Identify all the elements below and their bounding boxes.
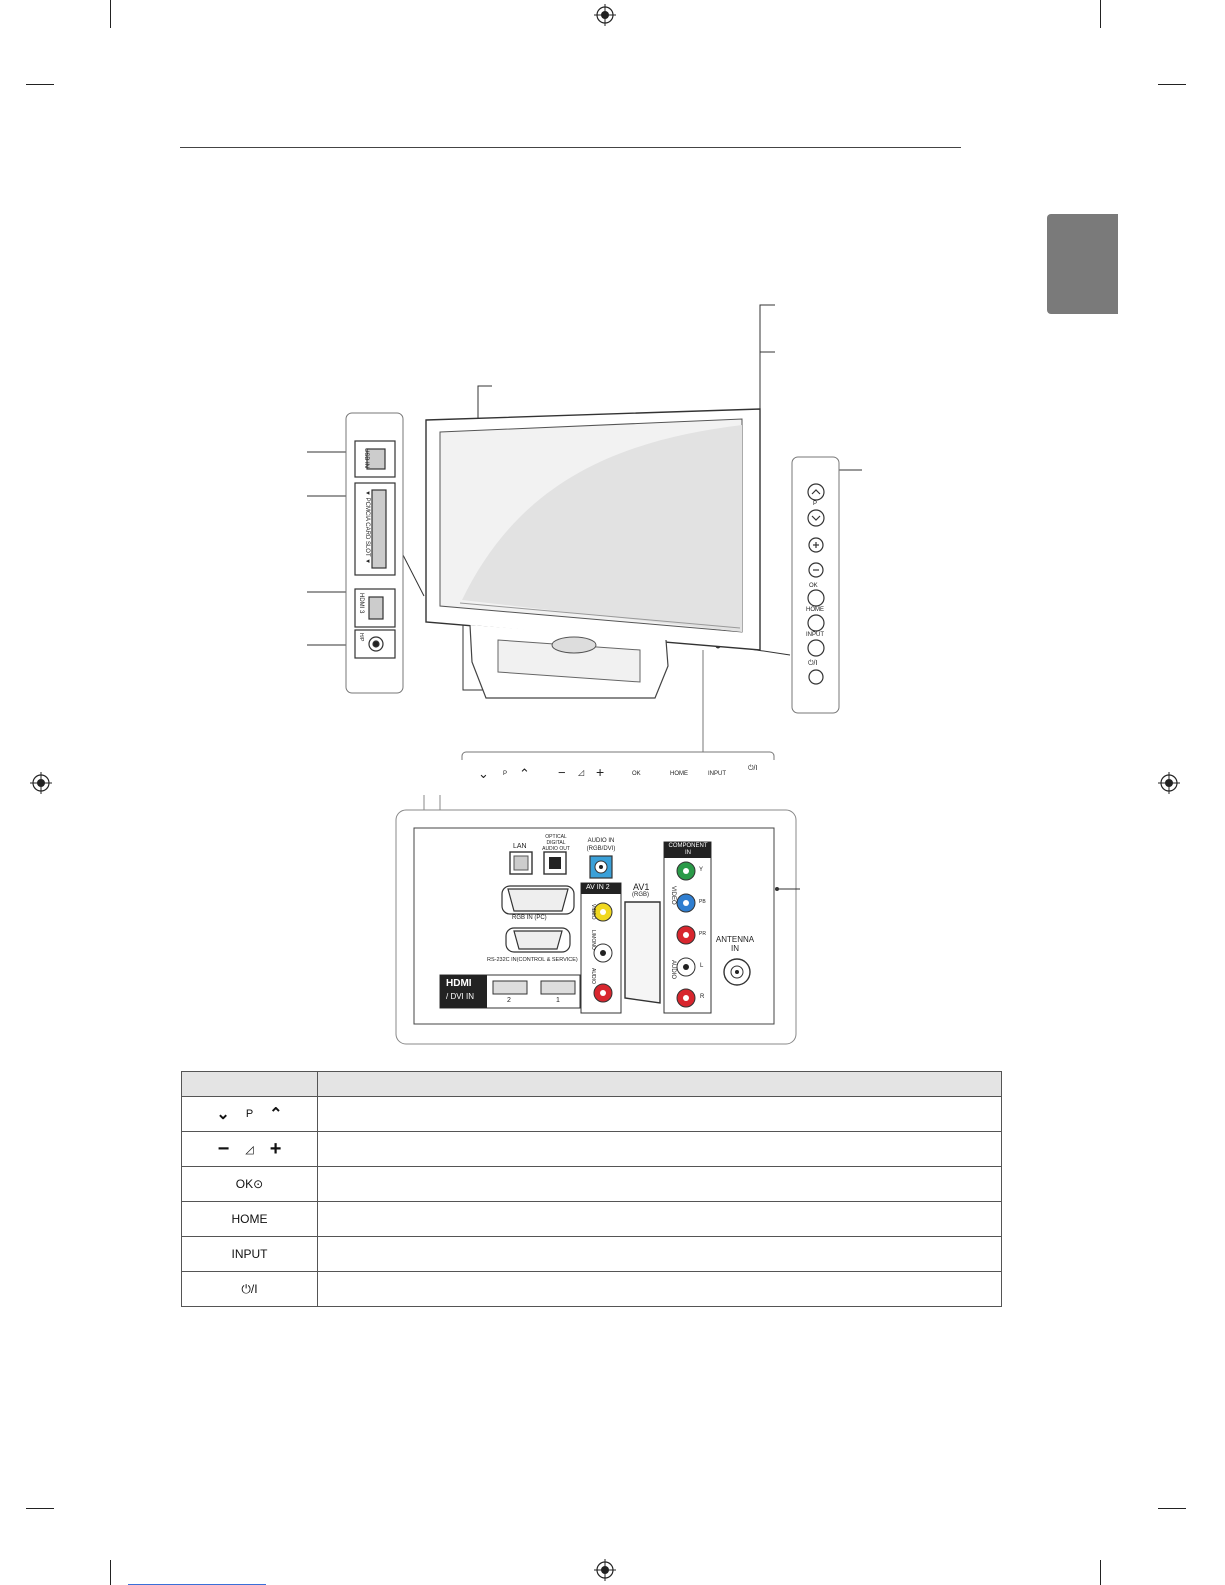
av2-video-label: VIDEO xyxy=(590,904,596,920)
front-p-label: P xyxy=(503,771,508,777)
r-label: R xyxy=(700,994,705,1000)
table-desc-cell xyxy=(317,1271,1002,1307)
crop-mark xyxy=(1100,0,1101,28)
av1-sub-label: (RGB) xyxy=(632,892,649,898)
pcmcia-label: ▼ PCMCIA CARD SLOT ▼ xyxy=(364,490,370,565)
controls-table: ⌄ P ⌃ − ◿ + OK⊙ HOME INPUT ⏻/I xyxy=(181,1071,1002,1307)
front-plus-icon: + xyxy=(596,764,605,780)
hdmi-dvi-label: / DVI IN xyxy=(446,992,475,1001)
side-power-label: ⏻/I xyxy=(808,660,818,667)
volume-icon: ◿ xyxy=(245,1143,254,1156)
side-ok-label: OK xyxy=(809,583,818,589)
side-home-label: HOME xyxy=(806,607,824,613)
table-desc-cell xyxy=(317,1096,1002,1132)
table-row: ⏻/I xyxy=(181,1271,1002,1307)
table-key-cell: ⏻/I xyxy=(181,1271,318,1307)
rear-panel-illustration xyxy=(395,795,800,1045)
av2-audio-label: AUDIO xyxy=(590,968,596,984)
table-row: OK⊙ xyxy=(181,1166,1002,1202)
table-key-cell: − ◿ + xyxy=(181,1131,318,1167)
front-power-label: ⏻/I xyxy=(748,765,758,772)
front-up-icon: ⌃ xyxy=(519,766,530,781)
audio-vertical-label: AUDIO xyxy=(670,960,676,980)
front-volume-icon: ◿ xyxy=(578,768,585,777)
side-p-label: P xyxy=(813,501,818,507)
hdmi-2-label: 2 xyxy=(507,997,511,1004)
registration-mark-icon xyxy=(1158,772,1180,794)
table-key-cell: ⌄ P ⌃ xyxy=(181,1096,318,1132)
lan-label: LAN xyxy=(513,843,527,850)
antenna-label: ANTENNA IN xyxy=(715,935,755,953)
y-label: Y xyxy=(699,867,704,873)
front-input-label: INPUT xyxy=(708,771,726,777)
table-key-cell: INPUT xyxy=(181,1236,318,1272)
front-ok-label: OK xyxy=(632,771,641,777)
crop-mark xyxy=(1158,84,1186,85)
av2-mono-label: L/MONO xyxy=(590,930,596,950)
header-rule xyxy=(180,147,961,148)
table-header-row xyxy=(181,1071,1002,1097)
table-desc-cell xyxy=(317,1131,1002,1167)
table-row: INPUT xyxy=(181,1236,1002,1272)
minus-icon: − xyxy=(217,1137,230,1160)
crop-mark xyxy=(110,1560,111,1585)
table-desc-cell xyxy=(317,1166,1002,1202)
crop-mark xyxy=(26,1508,54,1509)
front-home-label: HOME xyxy=(670,771,688,777)
registration-mark-icon xyxy=(30,772,52,794)
crop-mark xyxy=(26,84,54,85)
table-row: HOME xyxy=(181,1201,1002,1237)
front-down-icon: ⌄ xyxy=(478,766,489,781)
hdmi-side-label: HDMI 3 xyxy=(358,593,364,614)
table-desc-cell xyxy=(317,1236,1002,1272)
usb-label: USB IN xyxy=(363,448,369,469)
pb-label: PB xyxy=(699,899,706,905)
plus-icon: + xyxy=(269,1137,282,1160)
hdmi-1-label: 1 xyxy=(556,997,560,1004)
table-header-cell xyxy=(181,1071,318,1097)
table-row: − ◿ + xyxy=(181,1131,1002,1167)
optical-label: OPTICAL DIGITAL AUDIO OUT xyxy=(542,834,570,852)
table-header-cell xyxy=(317,1071,1002,1097)
crop-mark xyxy=(1100,1560,1101,1585)
chevron-down-icon: ⌄ xyxy=(216,1106,230,1123)
crop-mark xyxy=(1158,1508,1186,1509)
registration-mark-icon xyxy=(594,4,616,26)
hdmi-logo: HDMI xyxy=(446,978,472,989)
front-minus-icon: − xyxy=(558,765,566,780)
p-label: P xyxy=(245,1108,254,1120)
video-vertical-label: VIDEO xyxy=(670,886,676,905)
table-row: ⌄ P ⌃ xyxy=(181,1096,1002,1132)
table-key-cell: OK⊙ xyxy=(181,1166,318,1202)
table-key-cell: HOME xyxy=(181,1201,318,1237)
pr-label: PR xyxy=(699,931,706,937)
tv-illustration xyxy=(307,304,862,760)
av-in-2-label: AV IN 2 xyxy=(586,884,610,891)
rs232c-label: RS-232C IN(CONTROL & SERVICE) xyxy=(487,957,578,963)
side-input-label: INPUT xyxy=(806,632,824,638)
rgb-in-label: RGB IN (PC) xyxy=(512,915,547,921)
component-in-label: COMPONENT IN xyxy=(668,843,708,856)
crop-mark xyxy=(110,0,111,28)
chevron-up-icon: ⌃ xyxy=(269,1106,283,1123)
headphone-label: H/P xyxy=(358,633,364,642)
registration-mark-icon xyxy=(594,1559,616,1581)
l-label: L xyxy=(700,963,704,969)
av1-label: AV1 xyxy=(633,882,650,892)
language-tab xyxy=(1047,214,1118,314)
table-desc-cell xyxy=(317,1201,1002,1237)
audio-in-label: AUDIO IN (RGB/DVI) xyxy=(586,838,616,852)
